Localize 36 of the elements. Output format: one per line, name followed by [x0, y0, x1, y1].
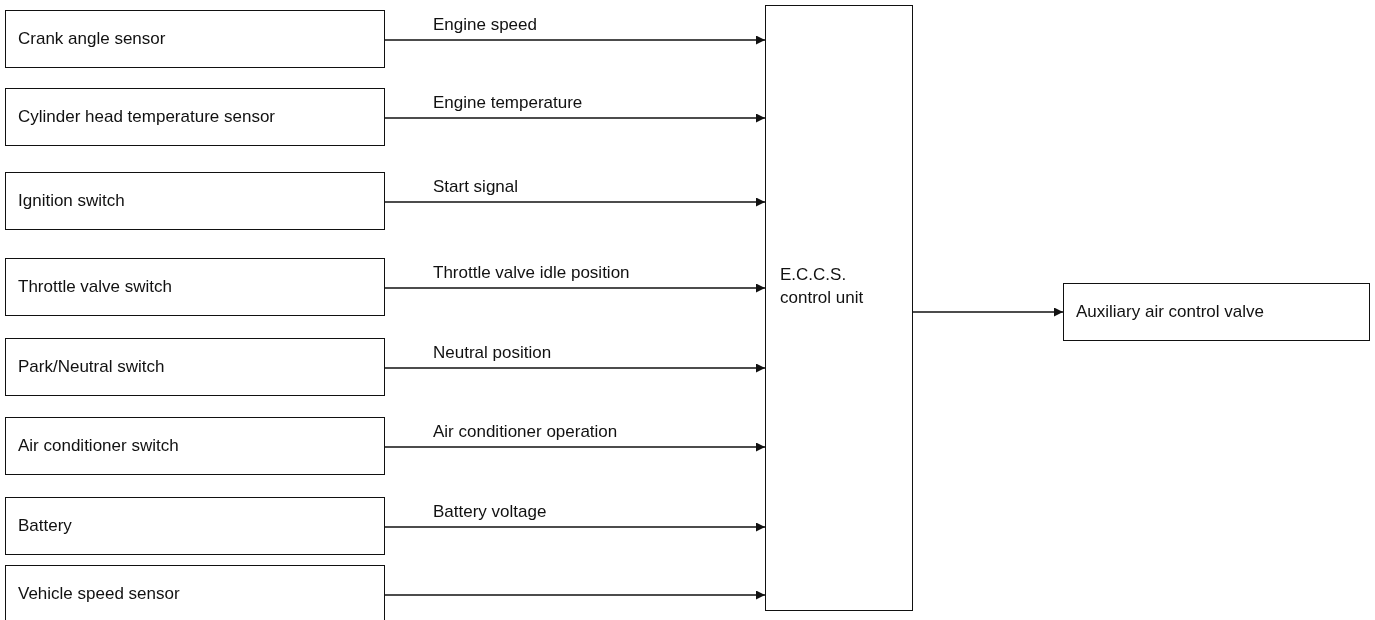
arrow [384, 442, 766, 452]
node-label: Ignition switch [18, 189, 125, 212]
edge-label: Air conditioner operation [433, 422, 618, 442]
component-box [5, 258, 385, 316]
component-box [5, 88, 385, 146]
edge-label: Neutral position [433, 343, 552, 363]
control-unit-box [765, 5, 913, 611]
edge-label: Start signal [433, 177, 519, 197]
component-box [5, 497, 385, 555]
arrow [384, 113, 766, 123]
edge-label: Engine speed [433, 15, 537, 35]
node-label: Air conditioner switch [18, 434, 179, 457]
node-label: Park/Neutral switch [18, 355, 165, 378]
node-label: E.C.C.S. control unit [780, 264, 865, 309]
component-box [5, 338, 385, 396]
node-label: Auxiliary air control valve [1076, 300, 1264, 323]
arrow [384, 35, 766, 45]
node-label: Cylinder head temperature sensor [18, 105, 276, 128]
component-box [5, 565, 385, 620]
arrow [384, 283, 766, 293]
edge-label: Throttle valve idle position [433, 263, 630, 283]
component-box [1063, 283, 1370, 341]
component-box [5, 172, 385, 230]
component-box [5, 417, 385, 475]
arrow [912, 307, 1064, 317]
arrow [384, 522, 766, 532]
arrow [384, 363, 766, 373]
edge-label: Battery voltage [433, 502, 547, 522]
node-label: Crank angle sensor [18, 27, 166, 50]
edge-label: Engine temperature [433, 93, 583, 113]
node-label: Battery [18, 514, 72, 537]
node-label: Vehicle speed sensor [18, 582, 180, 605]
component-box [5, 10, 385, 68]
arrow [384, 590, 766, 600]
node-label: Throttle valve switch [18, 275, 172, 298]
arrow [384, 197, 766, 207]
